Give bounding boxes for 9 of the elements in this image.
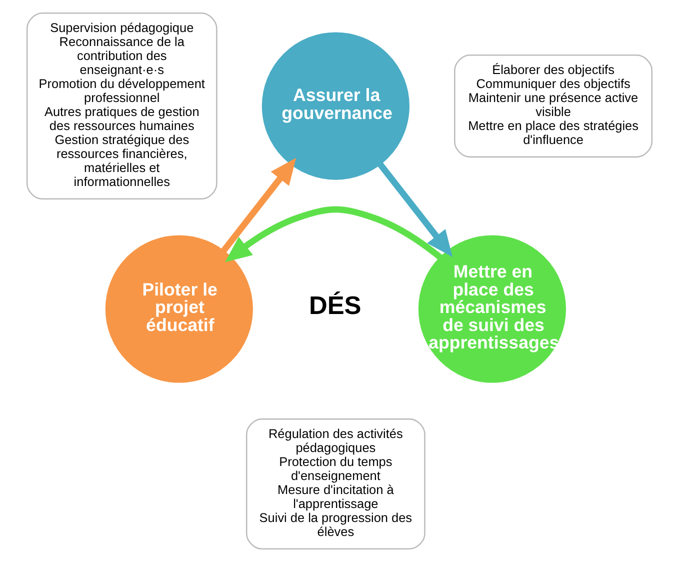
node-circle: Mettre en place des mécanismes de suivi des apprentissages: [418, 235, 566, 383]
node-circle: Assurer la gouvernance: [262, 32, 410, 180]
arrow: [378, 162, 453, 257]
arrow: [225, 206, 442, 262]
label: DÉS: [308, 292, 362, 320]
node-box: Élaborer des objectifs Communiquer des objectifs Maintenir une présence active visible Mettre en place des stratégies d'influence: [454, 54, 653, 158]
arrow: [221, 158, 296, 253]
node-box: Régulation des activités pédagogiques Protection du temps d'enseignement Mesure d'incitation à l'apprentissage Suivi de la progression des élèves: [246, 418, 426, 550]
node-box: Supervision pédagogique Reconnaissance de la contribution des enseignant·e·s Promotion du développement professionnel Autres pratiques de gestion des ressources humaines Gestion stratégique des ressources financières, matérielles et informationnelles: [26, 12, 218, 200]
